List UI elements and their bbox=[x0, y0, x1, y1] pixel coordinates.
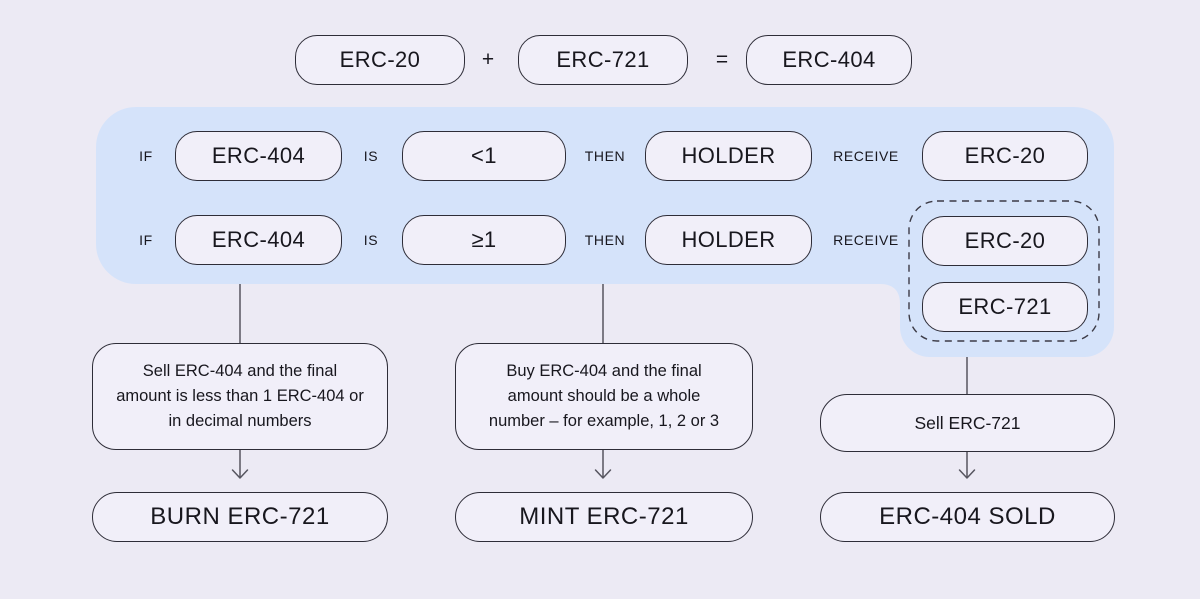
arrow-head-left bbox=[231, 469, 249, 479]
row2-receive-label: RECEIVE bbox=[833, 232, 899, 248]
formula-token-erc20: ERC-20 bbox=[295, 35, 465, 85]
row2-token-box: ERC-404 bbox=[175, 215, 342, 265]
formula-token-erc721: ERC-721 bbox=[518, 35, 688, 85]
plus-operator: + bbox=[481, 48, 495, 71]
flow-sell-outcome-box: ERC-404 SOLD bbox=[820, 492, 1115, 542]
flow-burn-outcome-box: BURN ERC-721 bbox=[92, 492, 388, 542]
row2-condition-box: ≥1 bbox=[402, 215, 566, 265]
arrow-head-right bbox=[958, 469, 976, 479]
flow-sell-description-box: Sell ERC-721 bbox=[820, 394, 1115, 452]
row1-token-box: ERC-404 bbox=[175, 131, 342, 181]
row2-if-label: IF bbox=[139, 232, 153, 248]
row1-is-label: IS bbox=[363, 148, 379, 164]
row1-receive-label: RECEIVE bbox=[833, 148, 899, 164]
flow-mint-description-box: Buy ERC-404 and the final amount should … bbox=[455, 343, 753, 450]
row2-result-erc721-box: ERC-721 bbox=[922, 282, 1088, 332]
row1-result-erc20-box: ERC-20 bbox=[922, 131, 1088, 181]
arrow-head-middle bbox=[594, 469, 612, 479]
rules-panel-background bbox=[96, 107, 1114, 357]
row1-condition-box: <1 bbox=[402, 131, 566, 181]
row2-then-label: THEN bbox=[584, 232, 626, 248]
formula-token-erc404: ERC-404 bbox=[746, 35, 912, 85]
results-dashed-group bbox=[908, 200, 1100, 342]
row1-if-label: IF bbox=[139, 148, 153, 164]
row1-then-label: THEN bbox=[584, 148, 626, 164]
row1-holder-box: HOLDER bbox=[645, 131, 812, 181]
flow-burn-description-box: Sell ERC-404 and the final amount is les… bbox=[92, 343, 388, 450]
row2-result-erc20-box: ERC-20 bbox=[922, 216, 1088, 266]
equals-operator: = bbox=[715, 48, 729, 71]
row2-holder-box: HOLDER bbox=[645, 215, 812, 265]
flow-mint-outcome-box: MINT ERC-721 bbox=[455, 492, 753, 542]
row2-is-label: IS bbox=[363, 232, 379, 248]
